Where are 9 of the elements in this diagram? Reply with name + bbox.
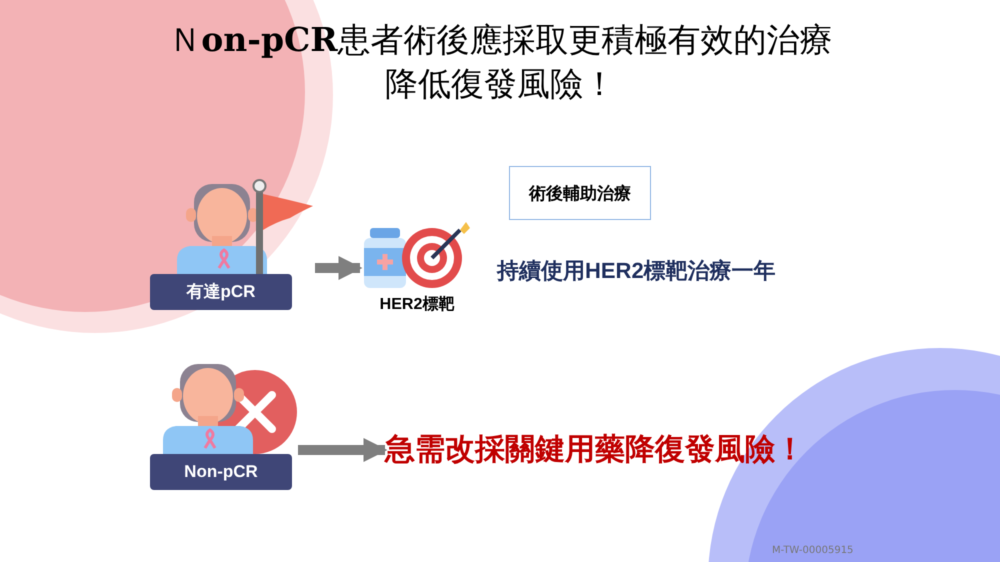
status-label: Non-pCR (150, 454, 292, 490)
treatment-text: 持續使用HER2標靶治療一年 (497, 257, 776, 285)
warning-text: 急需改採關鍵用藥降復發風險！ (385, 431, 805, 469)
arrow (298, 438, 388, 462)
document-code: M-TW-00005915 (772, 545, 854, 556)
status-label: 有達pCR (150, 274, 292, 310)
drug-label: HER2標靶 (378, 294, 456, 315)
heading-box: 術後輔助治療 (509, 166, 651, 220)
arrow (315, 256, 362, 280)
